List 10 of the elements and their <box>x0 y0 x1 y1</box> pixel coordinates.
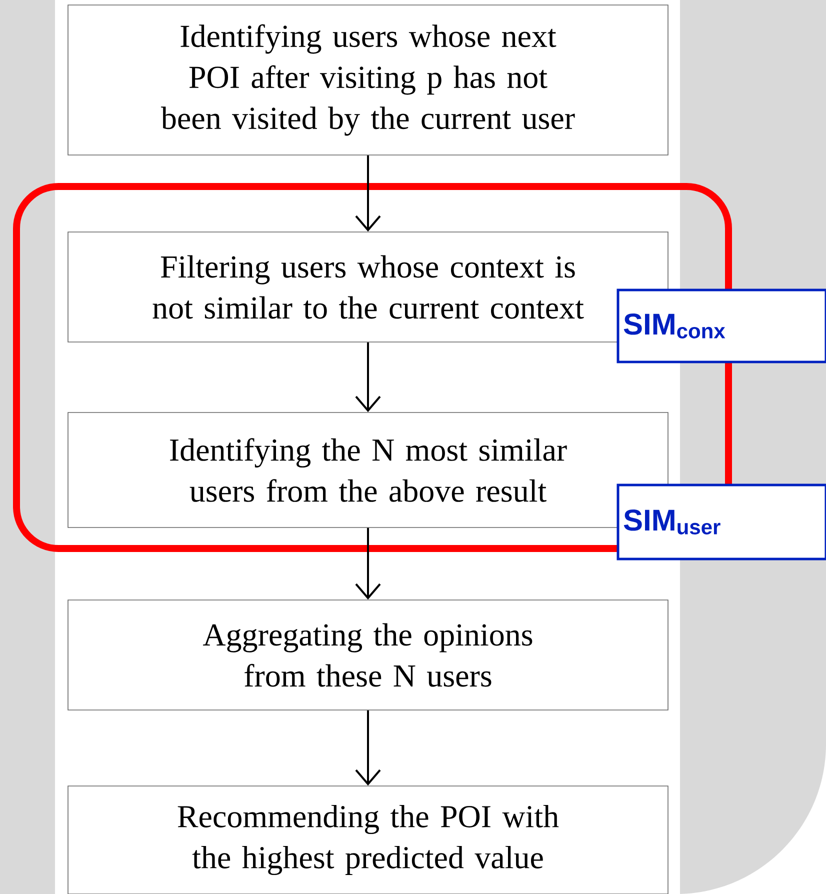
arrow <box>355 710 381 786</box>
arrow <box>355 342 381 412</box>
arrow <box>355 528 381 600</box>
label-box: SIM$_{user}$ <box>616 484 826 560</box>
process-box: Aggregating the opinions from these N users <box>68 600 668 710</box>
arrow <box>355 155 381 232</box>
highlight-frame <box>13 183 732 552</box>
process-box: Identifying users whose next POI after visiting p has not been visited by the current user <box>68 4 668 156</box>
label-box: SIM$_{conx}$ <box>616 288 826 364</box>
process-box: Recommending the POI with the highest predicted value <box>68 786 668 894</box>
